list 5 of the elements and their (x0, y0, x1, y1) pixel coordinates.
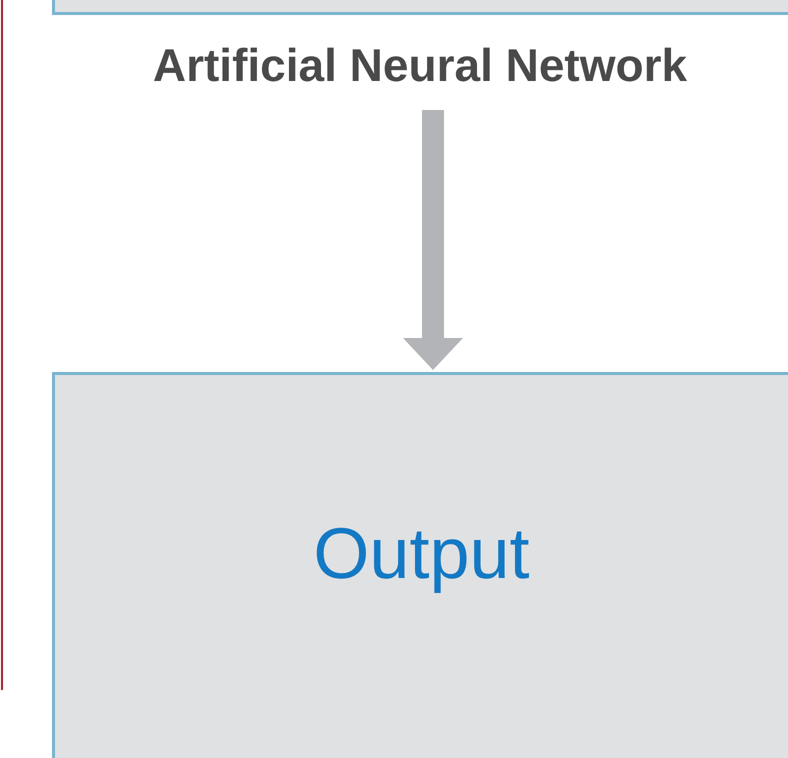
box-label: Output (313, 512, 530, 594)
output-box (52, 372, 788, 758)
heading-text: Artificial Neural Network (152, 38, 688, 92)
process-box (52, 0, 788, 15)
arrow (403, 110, 463, 370)
